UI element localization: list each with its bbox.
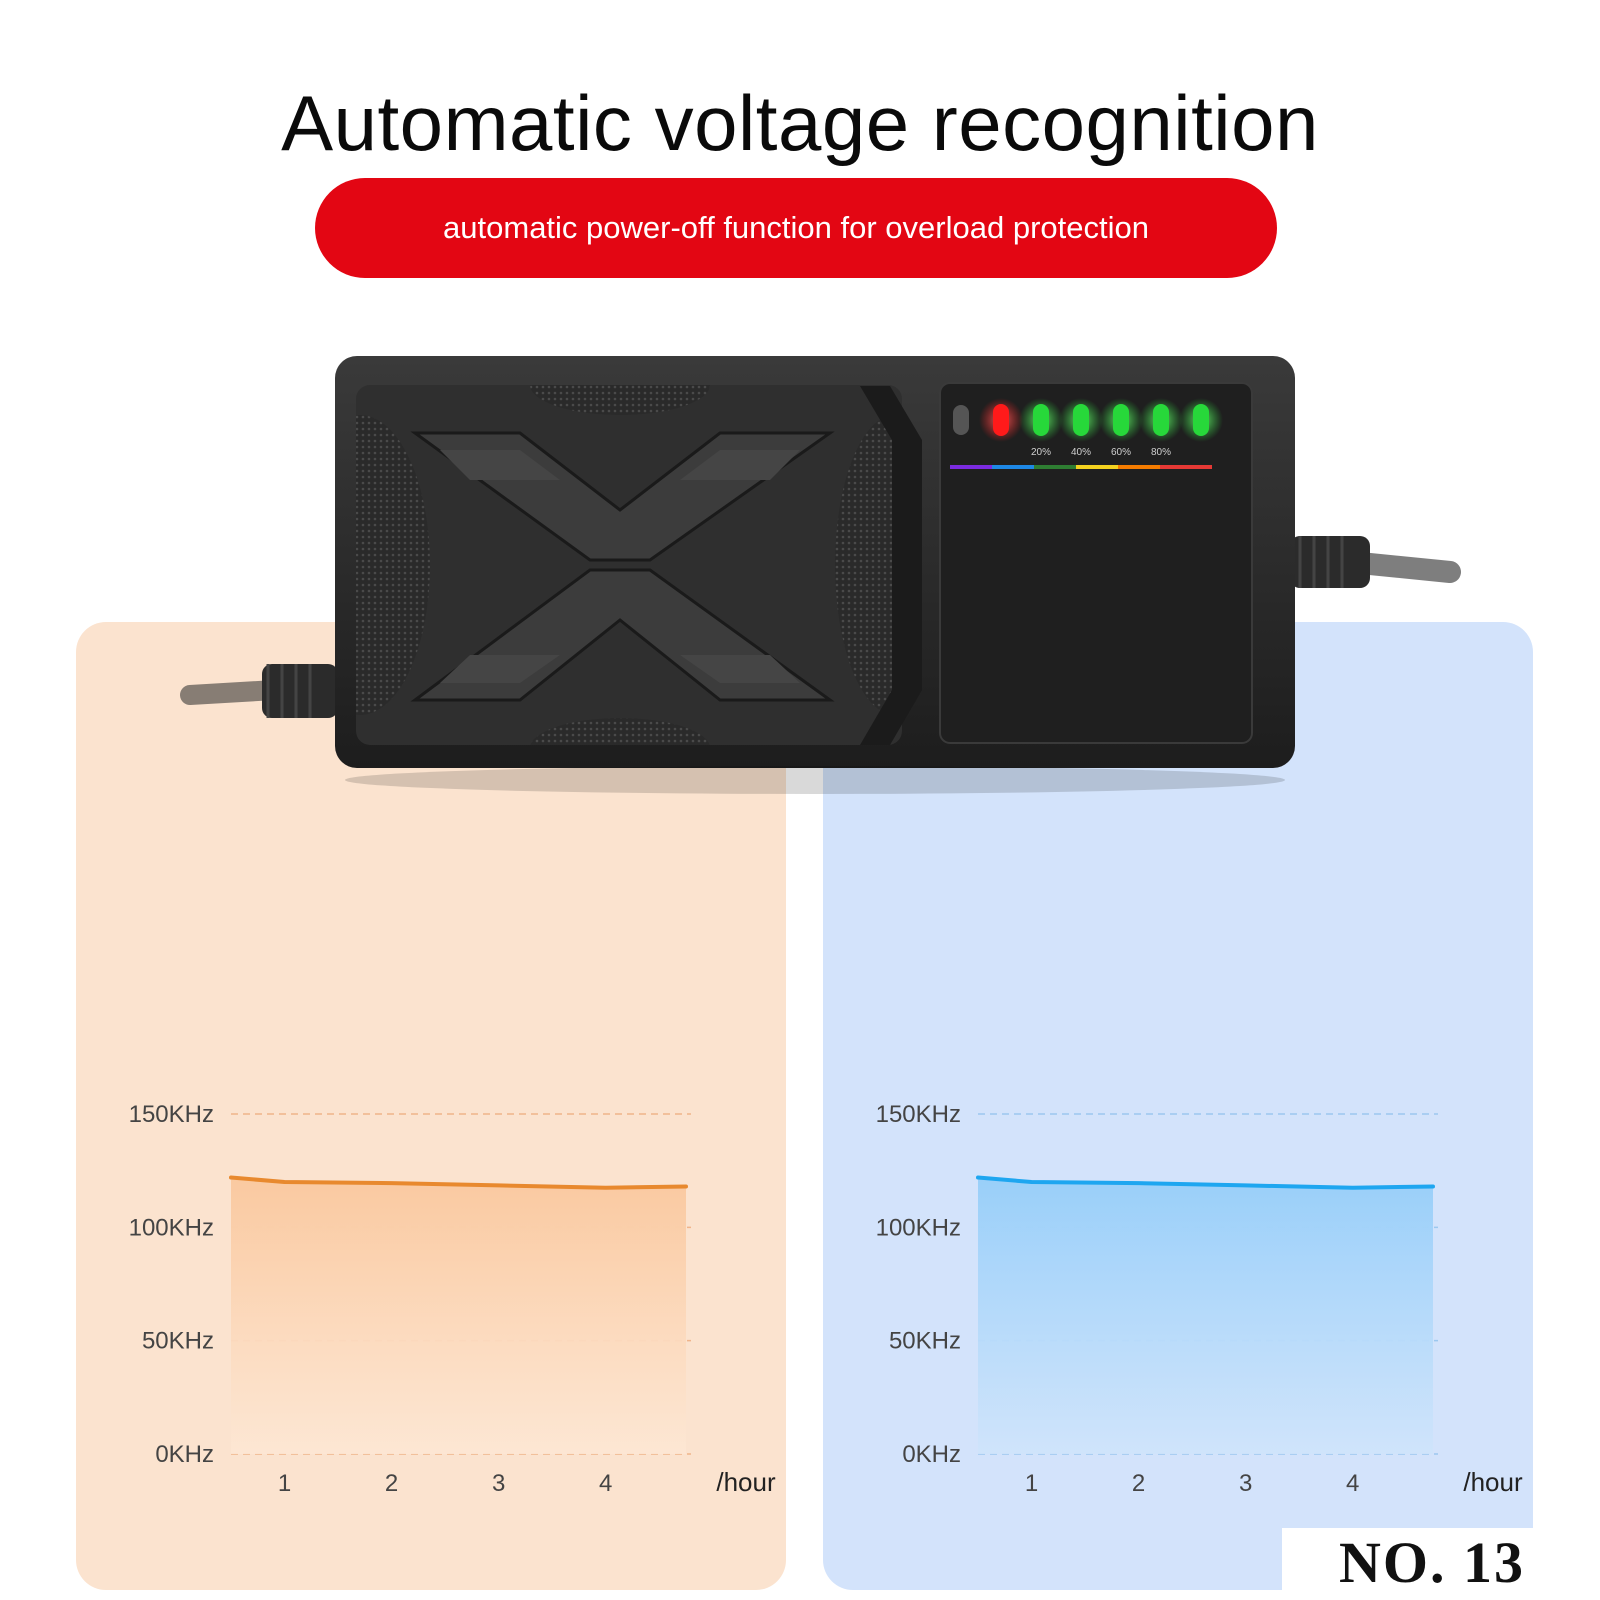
- area-fill: [231, 1177, 686, 1454]
- feature-banner: automatic power-off function for overloa…: [315, 178, 1277, 278]
- led-label-80: 80%: [1151, 447, 1171, 458]
- y-tick-label: 100KHz: [129, 1214, 214, 1241]
- stamp-text: NO. 13: [1339, 1529, 1525, 1595]
- x-tick-label: 1: [278, 1470, 291, 1497]
- y-tick-label: 50KHz: [889, 1328, 961, 1355]
- x-tick-label: 3: [492, 1470, 505, 1497]
- left-cable: [180, 664, 338, 718]
- series-line: [229, 1175, 688, 1190]
- right-chart-panel: 150KHz 100KHz 50KHz 0KHz 1 2 3 4/hour: [823, 622, 1533, 1590]
- y-tick-label: 100KHz: [876, 1214, 961, 1241]
- x-tick-label: 1: [1025, 1470, 1038, 1497]
- charger-x-emblem: [356, 385, 902, 745]
- charger-display: [939, 382, 1253, 744]
- y-tick-label: 150KHz: [129, 1101, 214, 1128]
- left-frequency-chart: 150KHz 100KHz 50KHz 0KHz 1 2 3 4/hour: [129, 1101, 776, 1497]
- right-frequency-chart: 150KHz 100KHz 50KHz 0KHz 1 2 3 4/hour: [876, 1101, 1523, 1497]
- x-tick-label: 2: [1132, 1470, 1145, 1497]
- x-tick-label: 2: [385, 1470, 398, 1497]
- left-chart-panel: 150KHz 100KHz 50KHz 0KHz 1 2 3 4/hour: [76, 622, 786, 1590]
- x-axis-unit: /hour: [1463, 1467, 1523, 1497]
- color-strip: [950, 465, 1212, 469]
- x-tick-label: 3: [1239, 1470, 1252, 1497]
- area-fill: [978, 1177, 1433, 1454]
- y-tick-label: 50KHz: [142, 1328, 214, 1355]
- x-tick-label: 4: [599, 1470, 612, 1497]
- led-label-60: 60%: [1111, 447, 1131, 458]
- led-label-20: 20%: [1031, 447, 1051, 458]
- led-row: [953, 398, 1223, 442]
- x-axis-unit: /hour: [716, 1467, 776, 1497]
- led-label-40: 40%: [1071, 447, 1091, 458]
- y-tick-label: 150KHz: [876, 1101, 961, 1128]
- y-tick-label: 0KHz: [155, 1441, 214, 1468]
- banner-text: automatic power-off function for overloa…: [443, 210, 1149, 245]
- x-tick-label: 4: [1346, 1470, 1359, 1497]
- charger-image: 20% 40% 60% 80%: [180, 356, 1461, 794]
- right-cable: [1290, 536, 1461, 588]
- page-title: Automatic voltage recognition: [281, 79, 1319, 167]
- series-line: [976, 1175, 1435, 1190]
- number-stamp: NO. 13: [1282, 1528, 1582, 1596]
- y-tick-label: 0KHz: [902, 1441, 961, 1468]
